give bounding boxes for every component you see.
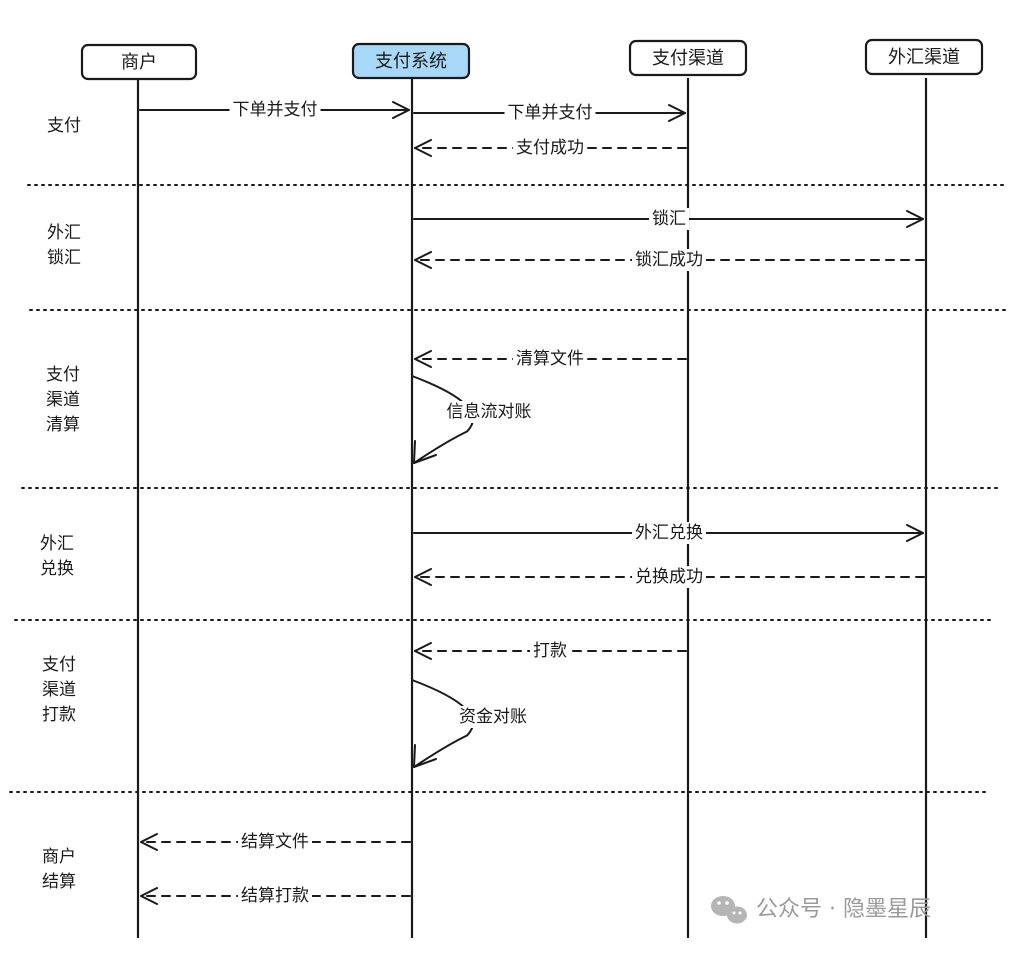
message-label-bg bbox=[443, 401, 535, 423]
arrow-head bbox=[140, 887, 158, 905]
phase-label-line: 支付 bbox=[47, 116, 81, 136]
phase-label-line: 渠道 bbox=[42, 680, 76, 700]
phase-label-line: 外汇 bbox=[40, 534, 74, 554]
actor-box bbox=[351, 42, 471, 80]
arrow-head bbox=[906, 524, 924, 542]
message-label-bg bbox=[530, 640, 570, 662]
message-8: 外汇兑换 bbox=[413, 522, 924, 544]
actor-label: 商户 bbox=[121, 52, 157, 73]
phase-label-line: 清算 bbox=[46, 415, 80, 435]
message-label: 打款 bbox=[533, 641, 567, 661]
actors: 商户 支付系统 支付渠道 外汇渠道 bbox=[80, 38, 984, 81]
arrow-head bbox=[140, 833, 158, 851]
actor-pay-channel: 支付渠道 bbox=[628, 39, 748, 77]
phase-separators bbox=[9, 184, 1006, 793]
arrow-head bbox=[413, 440, 437, 464]
phase-label: 外汇兑换 bbox=[40, 534, 74, 579]
message-label: 结算打款 bbox=[241, 886, 309, 906]
message-label-bg bbox=[632, 249, 706, 271]
message-label-bg bbox=[632, 566, 706, 588]
arrow-head bbox=[668, 104, 686, 122]
message-label-bg bbox=[504, 102, 596, 124]
message-4: 锁汇 bbox=[413, 208, 924, 230]
message-label-bg bbox=[238, 831, 312, 853]
message-13: 结算打款 bbox=[140, 885, 411, 907]
message-label: 下单并支付 bbox=[233, 100, 318, 120]
actor-box bbox=[864, 38, 984, 76]
message-3: 支付成功 bbox=[414, 137, 687, 159]
message-label: 信息流对账 bbox=[447, 402, 532, 422]
phase-label-line: 支付 bbox=[42, 655, 76, 675]
arrow-head bbox=[414, 350, 432, 368]
phase-label-line: 结算 bbox=[42, 872, 76, 892]
message-label-bg bbox=[229, 99, 321, 121]
message-label-bg bbox=[238, 885, 312, 907]
actor-fx-channel: 外汇渠道 bbox=[864, 38, 984, 76]
message-label: 锁汇 bbox=[652, 209, 686, 229]
message-label: 支付成功 bbox=[516, 138, 584, 158]
arrow-head bbox=[392, 101, 410, 119]
arrow-head bbox=[414, 251, 432, 269]
message-label: 结算文件 bbox=[241, 832, 309, 852]
message-label-bg bbox=[513, 137, 587, 159]
message-12: 结算文件 bbox=[140, 831, 411, 853]
messages: 下单并支付 下单并支付支付成功锁汇锁汇成功清算文件信息流对账外汇兑换兑换成功打款资… bbox=[139, 99, 925, 907]
message-6: 清算文件 bbox=[414, 348, 687, 370]
phase-label-line: 打款 bbox=[42, 705, 76, 725]
message-label-bg bbox=[513, 348, 587, 370]
message-label: 外汇兑换 bbox=[635, 523, 703, 543]
message-label-bg bbox=[632, 522, 706, 544]
arrow-head bbox=[414, 568, 432, 586]
actor-box bbox=[628, 39, 748, 77]
phase-label-line: 外汇 bbox=[47, 223, 81, 243]
message-label-bg bbox=[456, 706, 530, 728]
phase-label-line: 商户 bbox=[42, 847, 76, 867]
actor-merchant: 商户 bbox=[80, 43, 198, 81]
message-label: 下单并支付 bbox=[508, 103, 593, 123]
arrow-head bbox=[414, 139, 432, 157]
phase-label-line: 渠道 bbox=[46, 390, 80, 410]
lifelines bbox=[136, 78, 928, 938]
watermark-text: 公众号 · 隐墨星辰 bbox=[756, 897, 931, 922]
message-label: 锁汇成功 bbox=[635, 250, 703, 270]
phase-label-line: 兑换 bbox=[40, 559, 74, 579]
arrow-head bbox=[414, 642, 432, 660]
phase-label-line: 支付 bbox=[46, 365, 80, 385]
phase-label: 支付 bbox=[47, 116, 81, 136]
actor-box bbox=[80, 43, 198, 81]
actor-label: 外汇渠道 bbox=[888, 47, 960, 68]
self-call-curve bbox=[411, 375, 474, 464]
message-10: 打款 bbox=[414, 640, 687, 662]
phase-label-line: 锁汇 bbox=[47, 248, 81, 268]
message-1: 下单并支付 bbox=[139, 99, 410, 121]
actor-label: 支付渠道 bbox=[652, 48, 724, 69]
arrow-head bbox=[413, 744, 437, 768]
actor-pay-system: 支付系统 bbox=[351, 42, 471, 80]
message-7: 信息流对账 bbox=[411, 375, 535, 464]
wechat-icon bbox=[711, 896, 747, 924]
message-label: 资金对账 bbox=[459, 707, 527, 727]
self-call-curve bbox=[411, 679, 474, 768]
message-9: 兑换成功 bbox=[414, 566, 925, 588]
message-5: 锁汇成功 bbox=[414, 249, 925, 271]
message-2: 下单并支付 bbox=[413, 102, 686, 124]
message-11: 资金对账 bbox=[411, 679, 530, 768]
message-label: 清算文件 bbox=[516, 349, 584, 369]
actor-label: 支付系统 bbox=[375, 51, 447, 72]
message-label: 兑换成功 bbox=[635, 567, 703, 587]
watermark: 公众号 · 隐墨星辰 bbox=[711, 896, 931, 924]
arrow-head bbox=[906, 210, 924, 228]
message-label-bg bbox=[649, 208, 689, 230]
